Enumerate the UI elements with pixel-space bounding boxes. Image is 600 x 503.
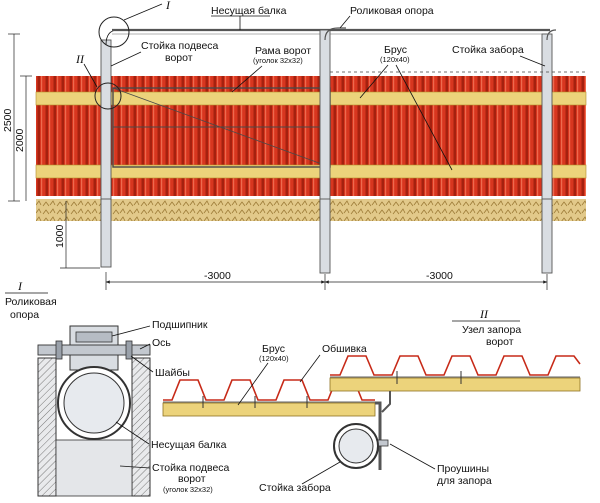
roller-support-label: Роликовая опора — [350, 5, 434, 17]
detail-one-title-2: опора — [10, 309, 39, 321]
dim-height-fence: 2000 — [14, 128, 26, 152]
dimensions: 2500 2000 1000 -3000 -3000 — [2, 33, 548, 290]
main-labels: I II Несущая балка Роликовая опора Стойк… — [75, 0, 546, 171]
detail-gate-latch: II Узел запора ворот Брус (120x40) — [162, 307, 581, 494]
node-one-circle — [98, 16, 130, 48]
detail-gate-post-sub: (уголок 32x32) — [163, 485, 213, 494]
detail-main-beam-label: Несущая балка — [151, 439, 227, 451]
dim-height-total: 2500 — [2, 108, 14, 132]
gate-post-label-2: ворот — [165, 52, 193, 64]
detail-two-title-1: Узел запора — [462, 324, 521, 336]
detail-beam-label: Брус — [262, 343, 285, 355]
beam-sub: (120x40) — [380, 55, 410, 64]
carrying-beam — [112, 28, 550, 35]
detail-two-numeral: II — [479, 307, 489, 321]
timber-beam-bottom — [35, 164, 587, 179]
sheathing-label: Обшивка — [322, 343, 367, 355]
roller-support-post — [319, 27, 346, 274]
detail-fence-post-label: Стойка забора — [259, 482, 331, 494]
node-two-circle — [94, 82, 122, 110]
detail-one-numeral: I — [17, 279, 23, 293]
node-two-label: II — [75, 52, 85, 66]
ground-surface — [36, 199, 586, 221]
gate-post-label: Стойка подвеса — [141, 40, 219, 52]
main-beam-label: Несущая балка — [211, 5, 287, 17]
fence-post — [541, 29, 557, 274]
dim-depth: 1000 — [54, 224, 66, 248]
detail-beam-sub: (120x40) — [259, 354, 289, 363]
detail-one-title-1: Роликовая — [5, 296, 57, 308]
node-one-label: I — [165, 0, 171, 12]
detail-roller-support: I Роликовая опора Подшипник Ось Шайбы Не… — [5, 279, 230, 497]
detail-gate-post-label-1: Стойка подвеса — [152, 462, 230, 474]
beam-label: Брус — [384, 44, 407, 56]
detail-two-title-2: ворот — [486, 336, 514, 348]
lugs-label-2: для запора — [437, 475, 492, 487]
detail-gate-post-label-2: ворот — [178, 473, 206, 485]
lugs-label-1: Проушины — [437, 463, 489, 475]
gate-frame-label: Рама ворот — [255, 45, 311, 57]
dim-span-left: -3000 — [204, 270, 231, 282]
washers-label: Шайбы — [155, 367, 190, 379]
fence-elevation — [35, 3, 587, 274]
dim-span-right: -3000 — [426, 270, 453, 282]
fence-post-label: Стойка забора — [452, 44, 524, 56]
timber-beam-top — [35, 91, 587, 106]
bearing-label: Подшипник — [152, 319, 208, 331]
gate-frame-sub: (уголок 32x32) — [253, 56, 303, 65]
axle-label: Ось — [152, 337, 171, 349]
